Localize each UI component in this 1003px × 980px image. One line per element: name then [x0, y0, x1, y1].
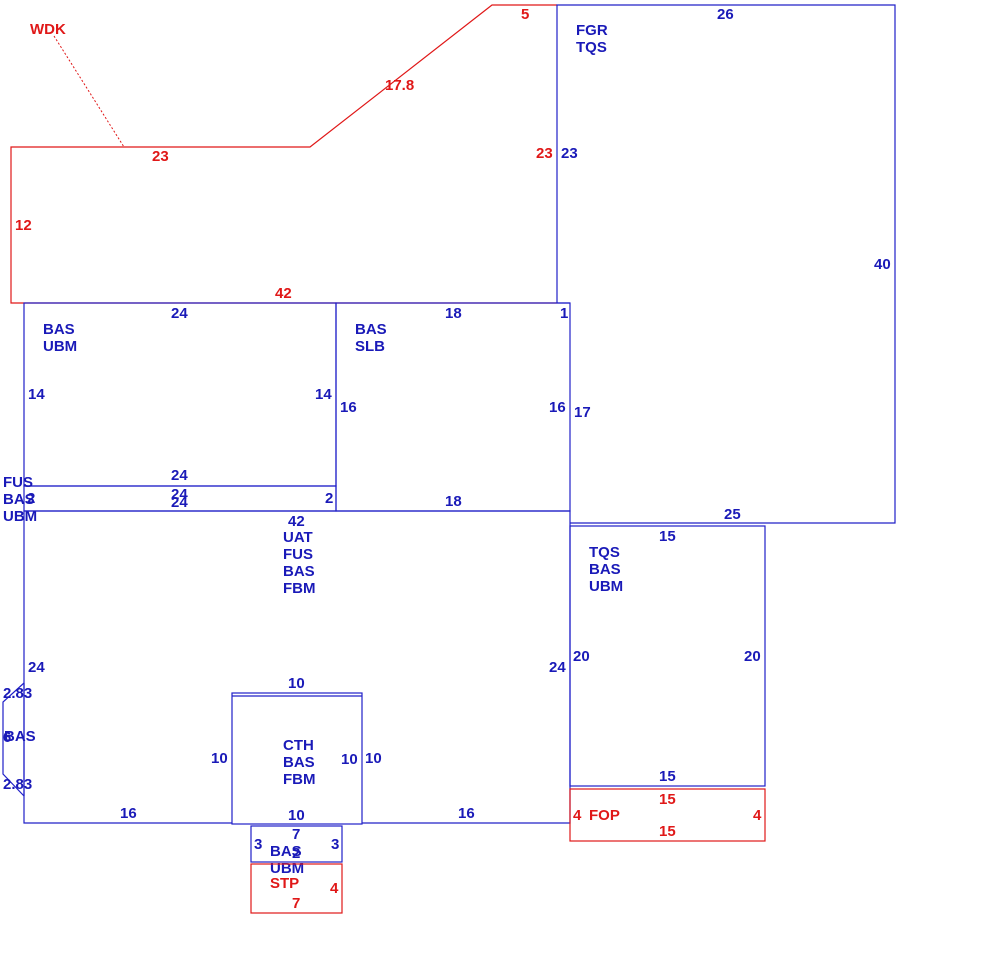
chimney-area: 10 CTH BAS FBM 10 10 10 10	[211, 675, 382, 825]
garage-code-1: FGR	[576, 22, 608, 39]
porch-dim-bottom: 15	[659, 823, 676, 840]
main-area-dim-top: 42	[288, 513, 305, 530]
room-bas-slb-code-2: SLB	[355, 338, 385, 355]
porch: 15 4 FOP 4 15	[569, 788, 766, 842]
small-room-code-1: BAS	[270, 843, 302, 860]
main-area-code-3: BAS	[283, 563, 315, 580]
strip-fus-dim-right: 2	[325, 490, 333, 507]
bay-window: 2.83 6 BAS 2.83	[2, 682, 36, 797]
chimney-code-1: CTH	[283, 737, 314, 754]
room-bas-ubm-code-2: UBM	[43, 338, 77, 355]
strip-fus-code-3: UBM	[3, 508, 37, 525]
porch-dim-right: 4	[753, 807, 762, 824]
wood-deck-dim-upper-left: 23	[152, 148, 169, 165]
chimney-dim-right-inner: 10	[341, 751, 358, 768]
small-room-dim-inner: 2	[292, 845, 300, 862]
strip-fus-code-2: BAS	[3, 491, 35, 508]
stoop-dim-right: 4	[330, 880, 339, 897]
wood-deck-dim-top: 5	[521, 6, 529, 23]
room-bas-slb: BAS SLB 18 1 16 16 18	[335, 302, 571, 512]
small-room-dim-top: 7	[292, 826, 300, 843]
porch-outline	[569, 788, 766, 842]
main-area-code-4: FBM	[283, 580, 316, 597]
wood-deck-dim-bottom: 42	[275, 285, 292, 302]
room-bas-ubm-dim-left: 14	[28, 386, 45, 403]
room-bas-slb-dim-right: 16	[549, 399, 566, 416]
stoop-outline	[250, 863, 343, 914]
stoop-dim-bottom: 7	[292, 895, 300, 912]
chimney-dim-left: 10	[211, 750, 228, 767]
room-bas-slb-dim-top: 18	[445, 305, 462, 322]
main-area-dim-left: 24	[28, 659, 45, 676]
wood-deck-leader-line	[53, 35, 125, 148]
main-area-code-1: UAT	[283, 529, 313, 546]
strip-fus-dim-bottom: 24	[171, 494, 188, 511]
garage: FGR TQS 26 23 40 25 17	[556, 4, 896, 524]
chimney-dim-right-outer: 10	[365, 750, 382, 767]
chimney-code-2: BAS	[283, 754, 315, 771]
garage-dim-top: 26	[717, 6, 734, 23]
garage-dim-left: 23	[561, 145, 578, 162]
room-tqs-code-2: BAS	[589, 561, 621, 578]
room-tqs: 15 TQS BAS UBM 20 20 15	[569, 525, 766, 787]
garage-dim-right: 40	[874, 256, 891, 273]
main-area-dim-right: 24	[549, 659, 566, 676]
room-bas-ubm-dim-right: 14	[315, 386, 332, 403]
garage-dim-bottom: 25	[724, 506, 741, 523]
porch-code: FOP	[589, 807, 620, 824]
main-area: 42 UAT FUS BAS FBM 24 24 16 16	[23, 510, 571, 824]
room-bas-ubm-code-1: BAS	[43, 321, 75, 338]
main-area-dim-bottom-left: 16	[120, 805, 137, 822]
room-bas-slb-dim-bottom: 18	[445, 493, 462, 510]
wood-deck-outline	[10, 4, 557, 304]
stoop-code: STP	[270, 875, 299, 892]
strip-fus: FUS BAS UBM 24 24 2 2	[3, 474, 337, 525]
wood-deck-dim-diagonal: 17.8	[385, 77, 414, 94]
garage-dim-lower-left: 17	[574, 404, 591, 421]
small-room: 7 3 3 BAS 2 UBM	[250, 825, 343, 877]
room-tqs-dim-left: 20	[573, 648, 590, 665]
small-room-outline	[250, 825, 343, 863]
strip-fus-dim-left: 2	[27, 490, 35, 507]
garage-code-2: TQS	[576, 39, 607, 56]
bay-window-dim-upper: 2.83	[3, 685, 32, 702]
chimney-code-3: FBM	[283, 771, 316, 788]
room-tqs-dim-top: 15	[659, 528, 676, 545]
small-room-dim-right: 3	[331, 836, 339, 853]
main-area-dim-bottom-right: 16	[458, 805, 475, 822]
strip-fus-code-1: FUS	[3, 474, 33, 491]
room-tqs-dim-bottom: 15	[659, 768, 676, 785]
room-tqs-code-1: TQS	[589, 544, 620, 561]
room-bas-ubm-dim-top: 24	[171, 305, 188, 322]
wood-deck-code: WDK	[30, 21, 66, 38]
stoop: STP 4 7	[250, 863, 343, 914]
room-bas-ubm-dim-bottom: 24	[171, 467, 188, 484]
main-area-outline	[23, 510, 571, 824]
wood-deck: WDK 5 17.8 23 12 42 23	[10, 4, 557, 304]
chimney-outline	[231, 692, 363, 825]
bay-window-code-1: BAS	[4, 728, 36, 745]
chimney-dim-bottom: 10	[288, 807, 305, 824]
strip-fus-dim-top: 24	[171, 486, 188, 503]
room-bas-slb-dim-corner: 1	[560, 305, 568, 322]
bay-window-dim-lower: 2.83	[3, 776, 32, 793]
room-tqs-outline	[569, 525, 766, 787]
room-bas-slb-code-1: BAS	[355, 321, 387, 338]
garage-outline	[556, 4, 896, 524]
main-area-code-2: FUS	[283, 546, 313, 563]
room-bas-ubm: BAS UBM 24 14 14 24	[23, 302, 337, 487]
bay-window-dim-left: 6	[3, 729, 11, 746]
room-bas-slb-dim-left: 16	[340, 399, 357, 416]
room-tqs-dim-right: 20	[744, 648, 761, 665]
wood-deck-dim-right: 23	[536, 145, 553, 162]
bay-window-outline	[2, 682, 25, 797]
wood-deck-dim-left: 12	[15, 217, 32, 234]
small-room-dim-left: 3	[254, 836, 262, 853]
porch-dim-top: 15	[659, 791, 676, 808]
porch-dim-left: 4	[573, 807, 582, 824]
chimney-dim-top: 10	[288, 675, 305, 692]
room-tqs-code-3: UBM	[589, 578, 623, 595]
